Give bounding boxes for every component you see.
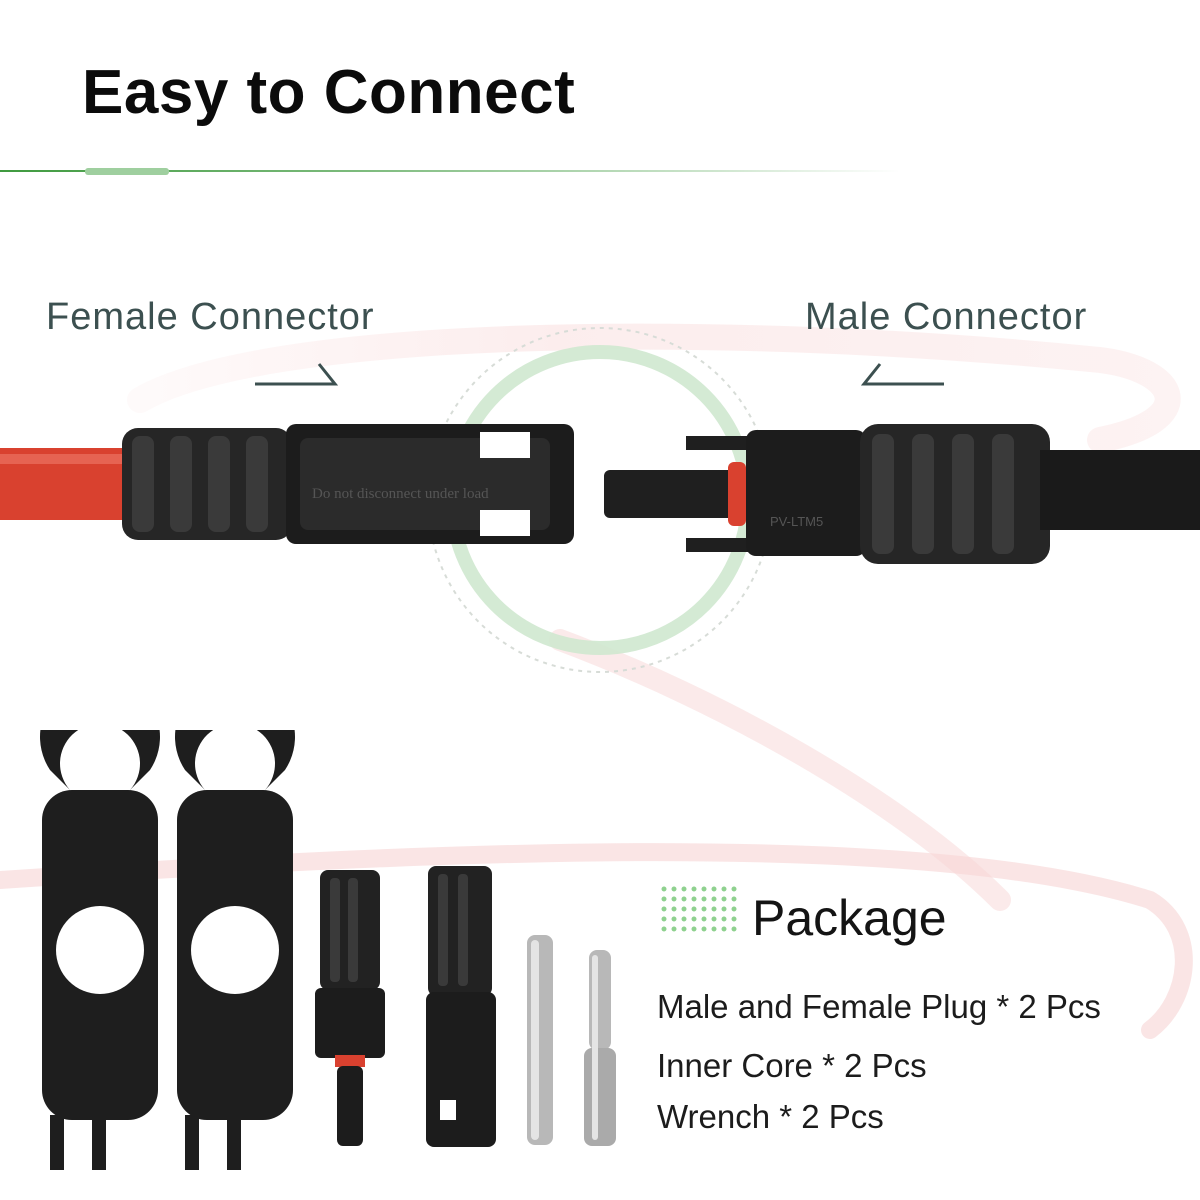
male-connector-label: Male Connector [805,296,1088,338]
red-swoosh-top [127,323,1181,453]
title-underline-accent [85,168,169,175]
black-cable [1040,450,1200,530]
red-swoosh-mid [549,629,1011,911]
package-item: Wrench * 2 Pcs [657,1098,884,1135]
male-molding-text: PV-LTM5 [770,514,823,529]
package-contents-illustration [40,730,616,1170]
female-plug-icon: Do not disconnect under load [122,424,574,544]
page-title: Easy to Connect [82,58,576,127]
package-title: Package [752,890,947,946]
female-molding-text: Do not disconnect under load [312,486,489,502]
inner-core-pin-icon [527,935,553,1145]
wrench-icon [40,730,160,1170]
title-underline [0,170,900,172]
female-plug-icon [315,870,385,1146]
male-plug-icon [426,866,496,1147]
wrench-icon [175,730,295,1170]
connector-illustration: Do not disconnect under load PV-LTM5 [0,424,1200,564]
arrow-down-right-icon [255,363,339,386]
dot-grid-icon [661,886,737,932]
male-plug-icon: PV-LTM5 [604,424,1050,564]
female-connector-label: Female Connector [46,296,375,338]
arrow-down-left-icon [860,363,944,386]
inner-core-pin-icon [584,950,616,1146]
package-item: Inner Core * 2 Pcs [657,1047,927,1084]
package-item: Male and Female Plug * 2 Pcs [657,988,1101,1025]
